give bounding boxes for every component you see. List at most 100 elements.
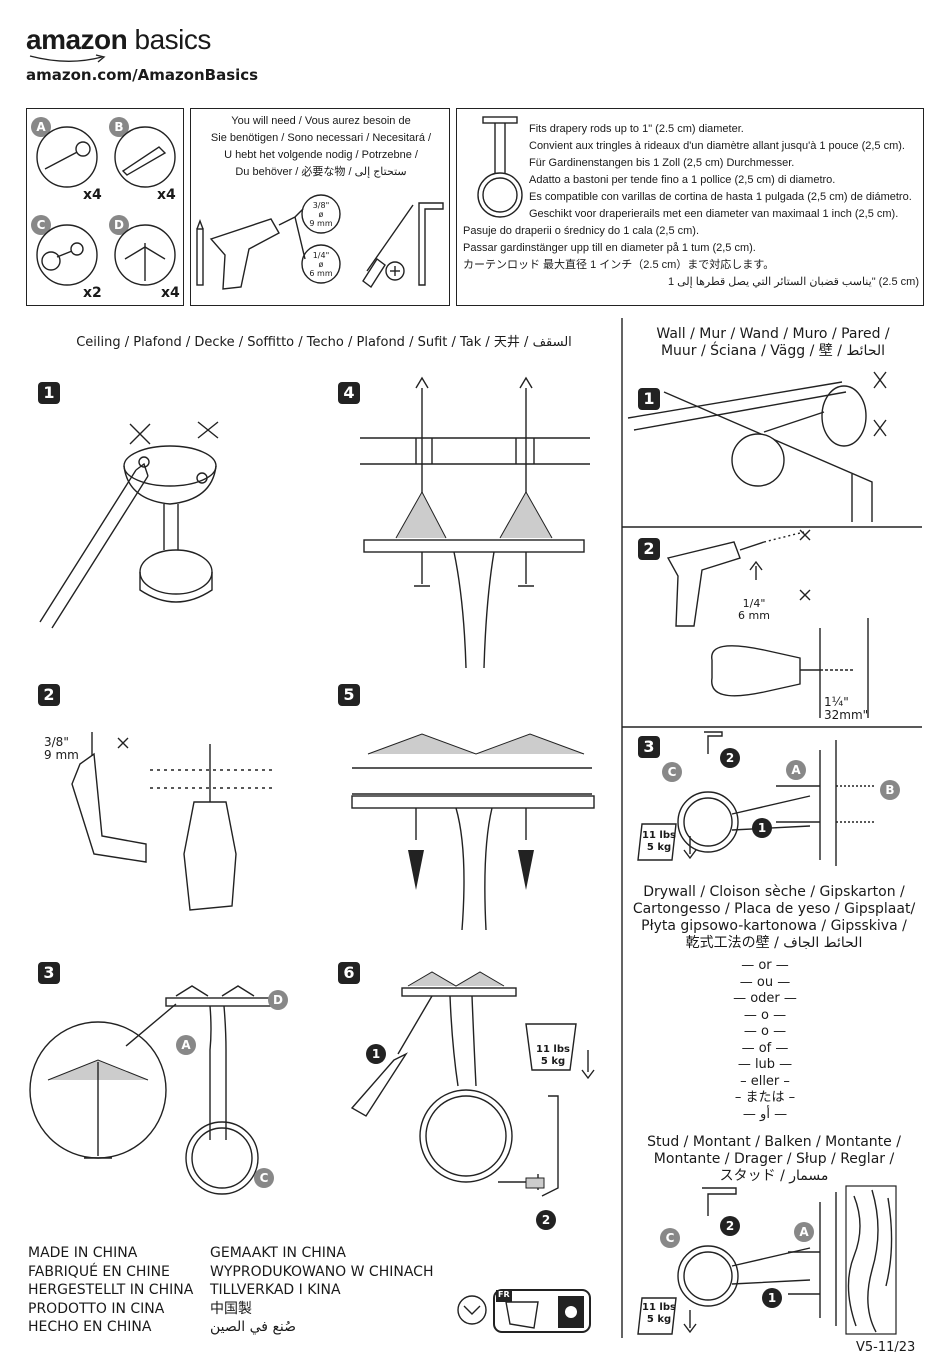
wall-step2-depth-in: 1¼" [824,695,849,709]
ceiling-step-5: 5 [338,684,360,706]
part-label-d: D [109,215,129,235]
smile-arrow-icon [29,54,106,63]
wall-step-1: 1 [638,388,660,410]
ceiling-step3-label-d: D [268,990,288,1010]
fits-line-4: Adatto a bastoni per tende fino a 1 poll… [529,174,836,186]
drywall-heading-line-1: Drywall / Cloison sèche / Gipskarton / [643,884,905,900]
ceiling-step-3: 3 [38,962,60,984]
wall-step2-illustration [666,529,869,718]
drill-icon [71,732,147,863]
part-qty-b: x4 [157,187,176,203]
wall-step1-illustration [627,371,887,522]
wall-step3-weight-icon [637,823,697,861]
bit-small-symbol: ø [318,260,324,269]
made-in-de: HERGESTELLT IN CHINA [28,1282,194,1298]
bit-small-mm: 6 mm [309,269,333,278]
ring-bracket-icon [477,116,523,218]
wall-step3-weight-lbs: 11 lbs [642,830,676,841]
wall-step3-callout-1: 1 [752,818,772,838]
ceiling-step6-illustration [350,971,595,1197]
drywall-heading-line-3: Płyta gipsowo-kartonowa / Gipsskiva / [641,918,907,934]
or-en: — or — [741,958,789,973]
brand-name-light: basics [134,24,212,55]
ceiling-step-4: 4 [338,382,360,404]
or-list: — or — — ou — — oder — — o — — o — — of … [710,958,820,1123]
or-es: — o — [743,1024,787,1039]
stud-weight-lbs: 11 lbs [642,1302,676,1313]
ceiling-step3-label-c: C [254,1168,274,1188]
made-in-col-2: GEMAAKT IN CHINA WYPRODUKOWANO W CHINACH… [210,1244,433,1337]
bit-large-size: 3/8" [312,201,330,210]
bit-large-symbol: ø [318,210,324,219]
ceiling-step2-bit-mm: 9 mm [44,748,79,762]
wall-step3-label-c: C [662,762,682,782]
part-qty-a: x4 [83,187,102,203]
drill-bit-small-icon [301,244,341,284]
column-divider [621,318,623,1338]
stud-weight-icon [637,1297,697,1335]
part-label-a: A [31,117,51,137]
fits-box: Fits drapery rods up to 1" (2.5 cm) diam… [456,108,924,306]
ceiling-step6-callout-1: 1 [366,1044,386,1064]
ceiling-step5-illustration [351,733,595,931]
screw-icon [36,126,98,188]
bit-large-mm: 9 mm [309,219,333,228]
wall-step-divider-1 [622,526,922,528]
drywall-heading-line-4: 乾式工法の壁 / الحائط الجاف [685,935,863,951]
ceiling-step4-illustration [360,376,590,669]
part-label-c: C [31,215,51,235]
stud-heading-line-2: Montante / Drager / Słup / Reglar / [653,1151,895,1167]
wall-step2-bit-size: 1/4" [742,597,766,610]
made-in-en: MADE IN CHINA [28,1245,138,1261]
rod-bracket-icon [36,224,98,286]
stud-heading: Stud / Montant / Balken / Montante / Mon… [626,1134,922,1185]
toggle-bolt-icon [114,224,176,286]
or-ar: — أو — [742,1106,788,1122]
ceiling-step1-illustration [39,421,219,629]
ceiling-step6-weight: 11 lbs 5 kg [532,1044,574,1068]
made-in-ja: 中国製 [210,1300,252,1317]
stud-heading-line-3: スタッド / مسمار [719,1168,829,1184]
ceiling-step2-bit-size: 3/8" [44,735,69,749]
tools-drawings [196,194,444,290]
wall-step2-bit-mm: 6 mm [738,609,770,622]
fits-line-5: Es compatible con varillas de cortina de… [529,191,912,203]
or-sv: – eller – [740,1073,790,1089]
wall-heading-line-2: Muur / Ściana / Vägg / 壁 / الحائط [660,343,886,359]
ceiling-step6-weight-kg: 5 kg [540,1056,566,1067]
fits-line-2: Convient aux tringles à rideaux d'un dia… [529,140,905,152]
drill-icon [666,541,765,627]
stud-callout-1: 1 [762,1288,782,1308]
made-in-col-1: MADE IN CHINA FABRIQUÉ EN CHINE HERGESTE… [28,1244,193,1337]
stud-callout-2: 2 [720,1216,740,1236]
wall-step-divider-2 [622,726,922,728]
made-in-es: HECHO EN CHINA [28,1319,152,1335]
stud-illustration [677,1185,897,1335]
stud-weight-kg: 5 kg [646,1314,672,1325]
made-in-nl: GEMAAKT IN CHINA [210,1245,346,1261]
wall-step3-label-b: B [880,780,900,800]
wall-step3-label-a: A [786,760,806,780]
fits-line-6: Geschikt voor draperierails met een diam… [529,208,899,220]
fits-line-7: Pasuje do draperii o średnicy do 1 cala … [463,225,700,237]
tools-box: You will need / Vous aurez besoin de Sie… [190,108,450,306]
screwdriver-icon [362,204,414,289]
brand-name-bold: amazon [26,24,128,55]
ceiling-heading: Ceiling / Plafond / Decke / Soffitto / T… [76,335,572,350]
parts-box: A B C D x4 x4 x2 x4 [26,108,184,306]
or-ja: – または – [734,1090,796,1105]
brand-url: amazon.com/AmazonBasics [26,66,259,84]
stud-heading-line-1: Stud / Montant / Balken / Montante / [647,1134,901,1150]
wall-step3-callout-2: 2 [720,748,740,768]
triman-recycle-icon [457,1289,591,1333]
wall-anchor-icon [114,126,176,188]
pencil-icon [196,219,204,286]
made-in-fr: FABRIQUÉ EN CHINE [28,1263,170,1280]
drill-icon [209,216,296,290]
ceiling-step3-illustration [29,985,277,1195]
ceiling-step-2: 2 [38,684,60,706]
wall-heading: Wall / Mur / Wand / Muro / Pared / Muur … [628,326,918,360]
or-pl: — lub — [737,1057,793,1072]
ceiling-step-1: 1 [38,382,60,404]
ceiling-step2-illustration [71,732,274,911]
